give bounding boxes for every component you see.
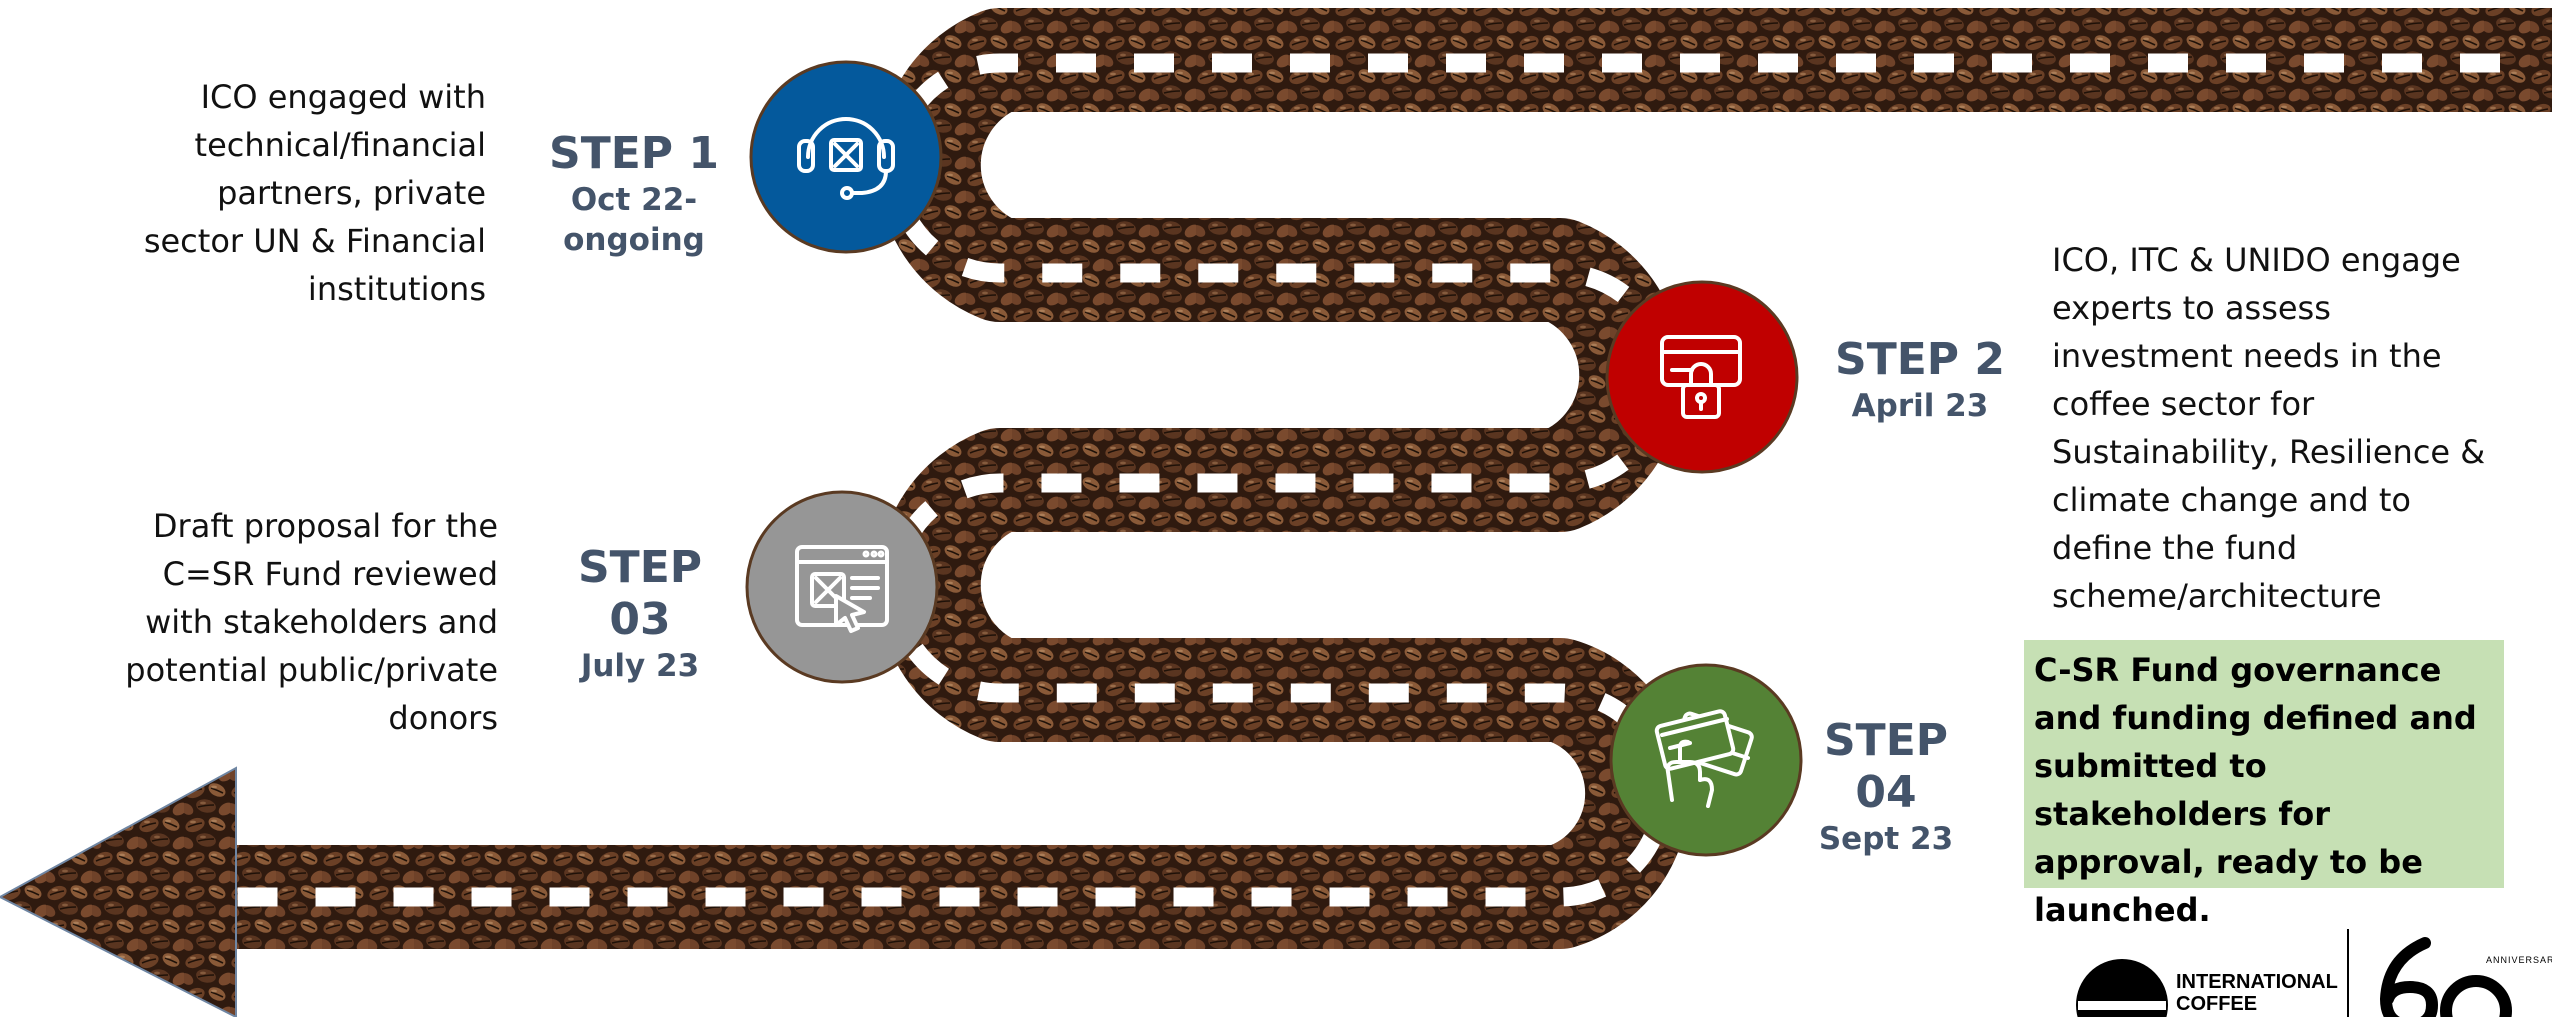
step-2-description: ICO, ITC & UNIDO engage experts to asses… bbox=[2052, 241, 2486, 615]
step-2-circle bbox=[1605, 280, 1799, 474]
browser-click-icon bbox=[795, 545, 889, 633]
coffee-bean-logo-icon bbox=[2076, 959, 2168, 1017]
step-4-label: STEP 04 Sept 23 bbox=[1786, 715, 1986, 859]
step-4-title: STEP 04 bbox=[1823, 715, 1948, 818]
step-3-label: STEP 03 July 23 bbox=[540, 542, 740, 686]
step-2-label: STEP 2 April 23 bbox=[1820, 334, 2020, 426]
step-4-date: Sept 23 bbox=[1818, 821, 1954, 857]
step-4-description: C-SR Fund governance and funding defined… bbox=[2024, 640, 2504, 929]
logo-wordmark: INTERNATIONAL COFFEE bbox=[2176, 971, 2338, 1015]
logo-line-2: COFFEE bbox=[2176, 993, 2258, 1015]
hand-card-icon bbox=[1654, 709, 1754, 808]
step-3-date: July 23 bbox=[580, 648, 700, 684]
anniversary-text: ANNIVERSARY bbox=[2486, 955, 2552, 965]
step-1-date: Oct 22-ongoing bbox=[563, 182, 705, 258]
logo-line-1: INTERNATIONAL bbox=[2176, 971, 2338, 993]
step-2-title: STEP 2 bbox=[1835, 334, 2005, 385]
ico-logo: INTERNATIONAL COFFEE ANNIVERSARY bbox=[2070, 925, 2552, 1017]
sixty-anniversary-mark bbox=[2379, 937, 2512, 1017]
step-3-description: Draft proposal for the C=SR Fund reviewe… bbox=[125, 507, 498, 737]
step-1-title: STEP 1 bbox=[549, 128, 719, 179]
step-1-label: STEP 1 Oct 22-ongoing bbox=[512, 128, 756, 260]
step-1-description: ICO engaged with technical/financial par… bbox=[143, 78, 486, 308]
headset-icon bbox=[797, 117, 895, 200]
card-lock-icon bbox=[1660, 335, 1742, 419]
step-3-title: STEP 03 bbox=[577, 542, 702, 645]
step-2-date: April 23 bbox=[1851, 388, 1989, 424]
